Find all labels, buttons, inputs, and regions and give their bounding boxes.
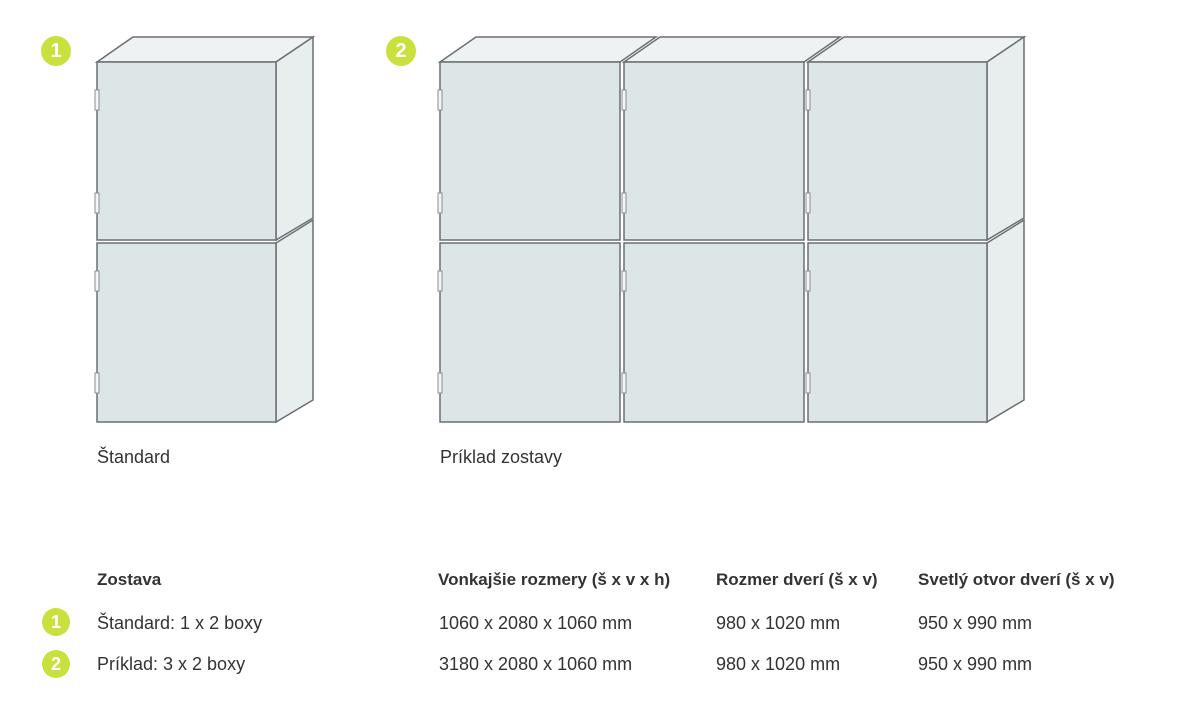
caption-example: Príklad zostavy xyxy=(440,447,563,467)
badge-example: 2 xyxy=(386,36,416,66)
box-door xyxy=(96,61,277,241)
locker-set-standard xyxy=(94,35,316,424)
cell-door-size: 980 x 1020 mm xyxy=(716,654,841,674)
box-side xyxy=(275,35,314,242)
box-door xyxy=(623,61,805,241)
cell-set: Príklad: 3 x 2 boxy xyxy=(97,654,246,674)
locker-set-example xyxy=(437,35,1027,424)
box-door xyxy=(807,242,988,423)
cell-set: Štandard: 1 x 2 boxy xyxy=(97,613,263,633)
box-side xyxy=(986,218,1025,424)
locker-drawing xyxy=(94,35,1027,424)
row-badge-example: 2 xyxy=(42,650,70,678)
row-badge-standard: 1 xyxy=(42,608,70,636)
cell-door-size: 980 x 1020 mm xyxy=(716,613,841,633)
cell-outer-dimensions: 3180 x 2080 x 1060 mm xyxy=(439,654,633,674)
box-side xyxy=(986,35,1025,242)
header-door-opening: Svetlý otvor dverí (š x v) xyxy=(918,570,1115,589)
box-top xyxy=(437,36,659,63)
box-door xyxy=(96,242,277,423)
box-side xyxy=(275,218,314,424)
box-door xyxy=(439,242,621,423)
box-door xyxy=(623,242,805,423)
header-outer-dimensions: Vonkajšie rozmery (š x v x h) xyxy=(438,570,671,589)
badge-standard: 1 xyxy=(41,36,71,66)
cell-door-opening: 950 x 990 mm xyxy=(918,613,1033,633)
box-door xyxy=(807,61,988,241)
hinges xyxy=(94,89,811,394)
cell-door-opening: 950 x 990 mm xyxy=(918,654,1033,674)
box-door xyxy=(439,61,621,241)
cell-outer-dimensions: 1060 x 2080 x 1060 mm xyxy=(439,613,633,633)
header-door-size: Rozmer dverí (š x v) xyxy=(716,570,878,589)
header-set: Zostava xyxy=(97,570,162,589)
caption-standard: Štandard xyxy=(97,447,171,467)
box-top xyxy=(621,36,843,63)
